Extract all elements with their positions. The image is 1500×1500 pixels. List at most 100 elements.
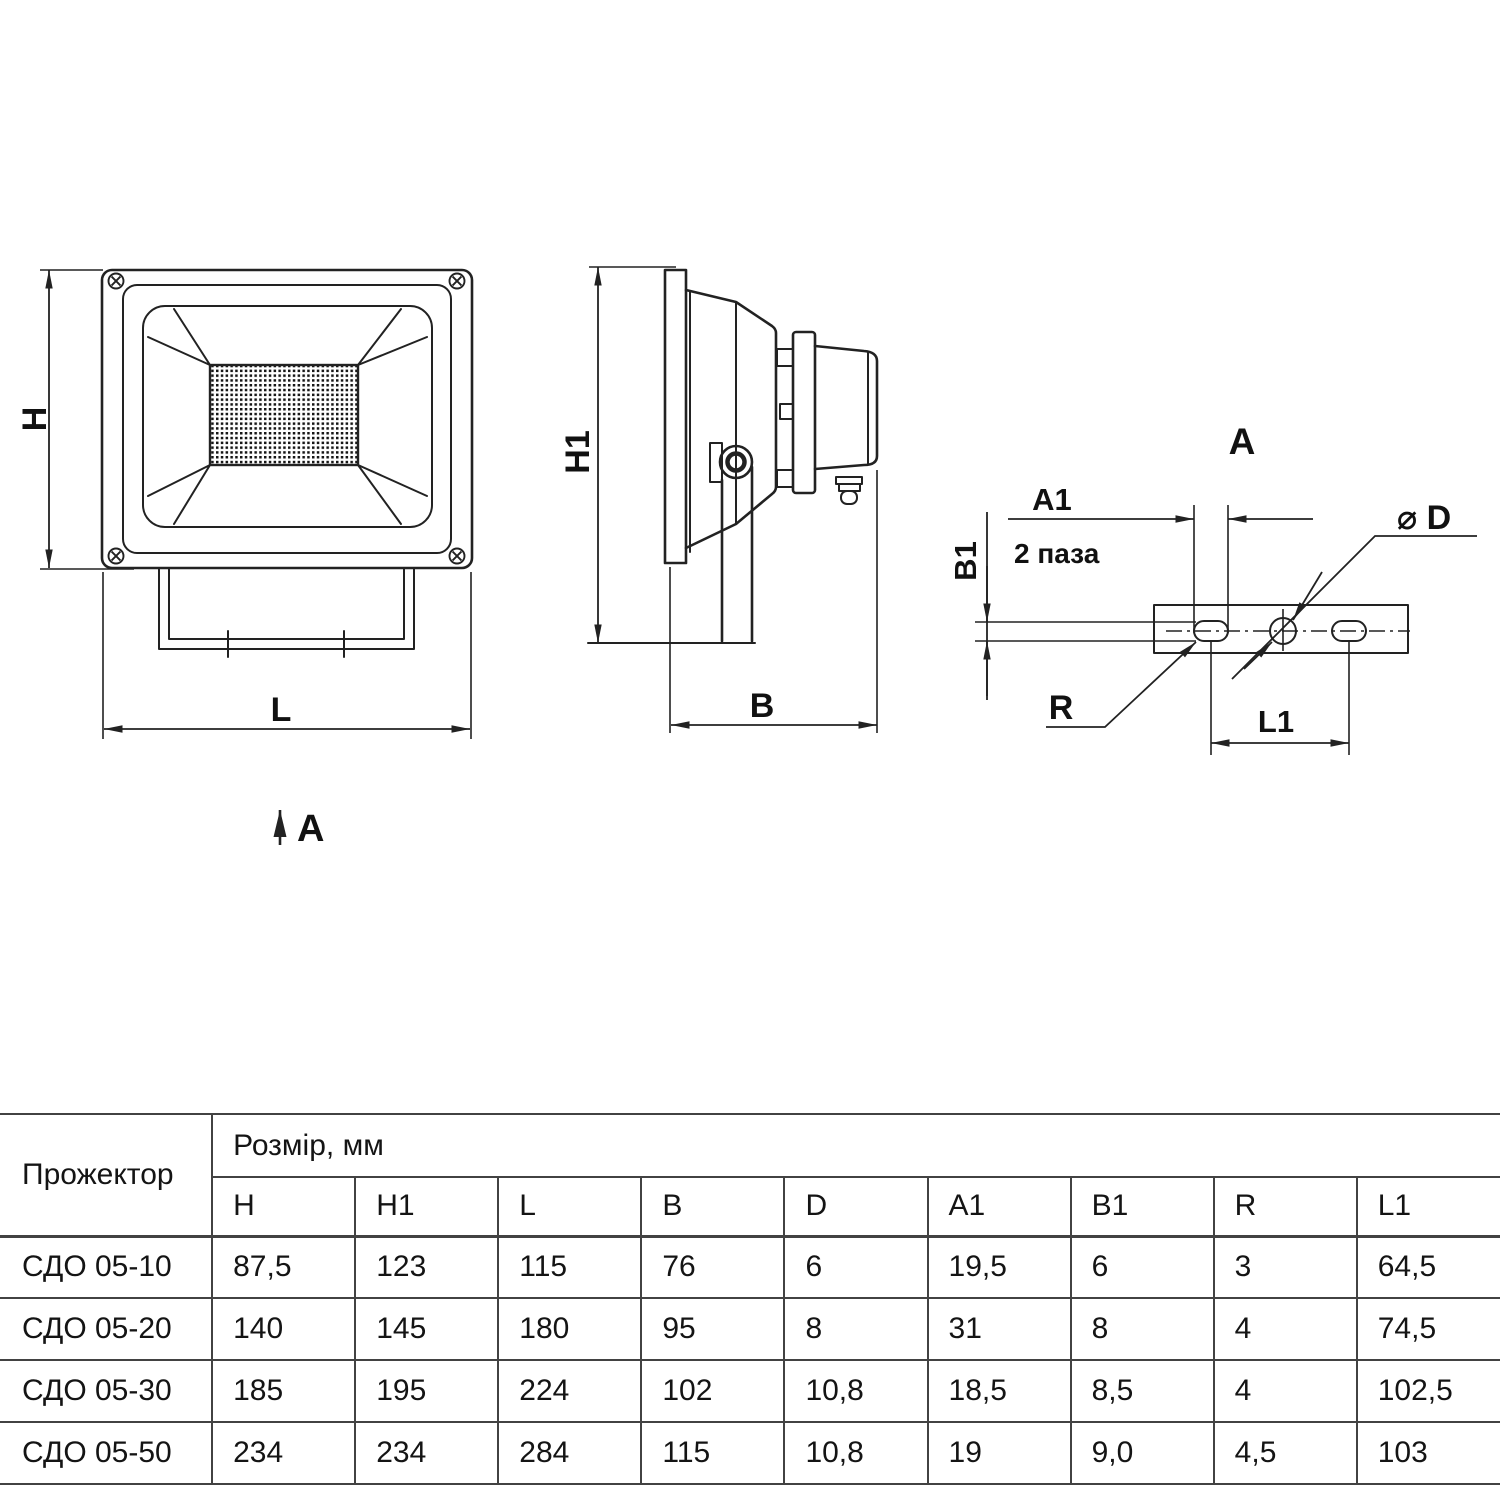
dim-R: R: [1046, 641, 1197, 728]
screw-icon: [448, 547, 466, 565]
cell-value: 234: [211, 1422, 356, 1485]
cell-value: 87,5: [211, 1236, 356, 1299]
cell-value: 234: [354, 1422, 499, 1485]
cell-value: 103: [1355, 1422, 1500, 1485]
dim-B: B: [669, 470, 878, 733]
dim-label-b: B: [750, 687, 775, 725]
cell-value: 76: [640, 1236, 785, 1299]
cell-value: 4: [1212, 1360, 1357, 1423]
led-panel: [208, 363, 360, 467]
dim-label-r: R: [1049, 689, 1074, 727]
cell-value: 195: [354, 1360, 499, 1423]
product-name: СДО 05-20: [0, 1298, 213, 1361]
dim-label-b1: B1: [948, 541, 983, 581]
bracket-view: A A1 2 паза B1: [948, 421, 1477, 755]
cell-value: 140: [211, 1298, 356, 1361]
dim-H1: H1: [559, 266, 676, 643]
col-header-l: L: [497, 1177, 642, 1238]
col-header-a1: A1: [926, 1177, 1071, 1238]
bracket-plate: [1153, 604, 1409, 654]
dim-A1: A1 2 паза: [1008, 482, 1313, 633]
cell-value: 19,5: [926, 1236, 1071, 1299]
view-arrow-label: A: [297, 808, 324, 850]
mounting-arm: [587, 442, 756, 644]
cell-value: 284: [497, 1422, 642, 1485]
cell-value: 102: [640, 1360, 785, 1423]
dim-L1: L1: [1210, 640, 1350, 755]
cell-value: 6: [1069, 1236, 1214, 1299]
cell-value: 74,5: [1355, 1298, 1500, 1361]
reflector-facets: [147, 308, 428, 525]
front-view: H L A: [16, 268, 474, 850]
cell-value: 145: [354, 1298, 499, 1361]
product-name: СДО 05-50: [0, 1422, 213, 1485]
plate-edge-lines: [975, 621, 1196, 642]
side-view: H1 B: [559, 266, 879, 733]
dimensions-table: Прожектор Розмір, мм H H1 L B D A1 B1 R …: [0, 1113, 1500, 1485]
slots-note: 2 паза: [1014, 538, 1100, 569]
col-header-l1: L1: [1355, 1177, 1500, 1238]
col-header-r: R: [1212, 1177, 1357, 1238]
table-row: СДО 05-30 185 195 224 102 10,8 18,5 8,5 …: [0, 1360, 1500, 1423]
cell-value: 10,8: [783, 1360, 928, 1423]
side-housing: [684, 288, 879, 550]
cell-value: 18,5: [926, 1360, 1071, 1423]
dim-label-a1: A1: [1032, 482, 1072, 517]
table-row: СДО 05-10 87,5 123 115 76 6 19,5 6 3 64,…: [0, 1236, 1500, 1299]
dim-label-l1: L1: [1258, 704, 1294, 739]
view-arrow-a: A: [273, 808, 324, 850]
cell-value: 19: [926, 1422, 1071, 1485]
cell-value: 224: [497, 1360, 642, 1423]
cell-value: 95: [640, 1298, 785, 1361]
cell-value: 3: [1212, 1236, 1357, 1299]
cell-value: 6: [783, 1236, 928, 1299]
dim-L: L: [102, 572, 472, 739]
cell-value: 115: [640, 1422, 785, 1485]
product-name: СДО 05-10: [0, 1236, 213, 1299]
front-outer-frame: [100, 268, 474, 570]
dim-B1: B1: [948, 512, 991, 700]
size-group-header: Розмір, мм: [212, 1114, 1500, 1178]
cell-value: 180: [497, 1298, 642, 1361]
dim-label-h: H: [16, 407, 54, 432]
cell-value: 4,5: [1212, 1422, 1357, 1485]
cell-value: 31: [926, 1298, 1071, 1361]
dim-label-d: ⌀ D: [1397, 499, 1451, 537]
cell-value: 9,0: [1069, 1422, 1214, 1485]
front-reflector-opening: [142, 305, 433, 528]
dim-label-h1: H1: [559, 430, 597, 473]
cell-value: 115: [497, 1236, 642, 1299]
col-header-h1: H1: [354, 1177, 499, 1238]
col-header-h: H: [211, 1177, 356, 1238]
table-row: СДО 05-20 140 145 180 95 8 31 8 4 74,5: [0, 1298, 1500, 1361]
dim-D: ⌀ D: [1231, 499, 1477, 680]
col-header-b: B: [640, 1177, 785, 1238]
side-front-plate: [663, 268, 688, 565]
dim-H: H: [16, 269, 134, 570]
col-header-d: D: [783, 1177, 928, 1238]
cell-value: 8: [1069, 1298, 1214, 1361]
table-row: СДО 05-50 234 234 284 115 10,8 19 9,0 4,…: [0, 1422, 1500, 1485]
dimension-drawing: H L A: [16, 266, 1477, 850]
cell-value: 185: [211, 1360, 356, 1423]
screw-icon: [107, 272, 125, 290]
cell-value: 8,5: [1069, 1360, 1214, 1423]
view-title: A: [1229, 421, 1256, 462]
product-column-header: Прожектор: [0, 1114, 214, 1238]
front-inner-frame: [122, 284, 452, 554]
screw-icon: [448, 272, 466, 290]
cell-value: 123: [354, 1236, 499, 1299]
col-header-b1: B1: [1069, 1177, 1214, 1238]
cable-gland: [835, 476, 863, 505]
screw-icon: [107, 547, 125, 565]
cell-value: 102,5: [1355, 1360, 1500, 1423]
cell-value: 10,8: [783, 1422, 928, 1485]
corner-screws: [107, 272, 466, 565]
cell-value: 4: [1212, 1298, 1357, 1361]
pivot-bolt: [718, 444, 754, 480]
cell-value: 64,5: [1355, 1236, 1500, 1299]
front-bracket: [158, 567, 415, 658]
cell-value: 8: [783, 1298, 928, 1361]
product-name: СДО 05-30: [0, 1360, 213, 1423]
